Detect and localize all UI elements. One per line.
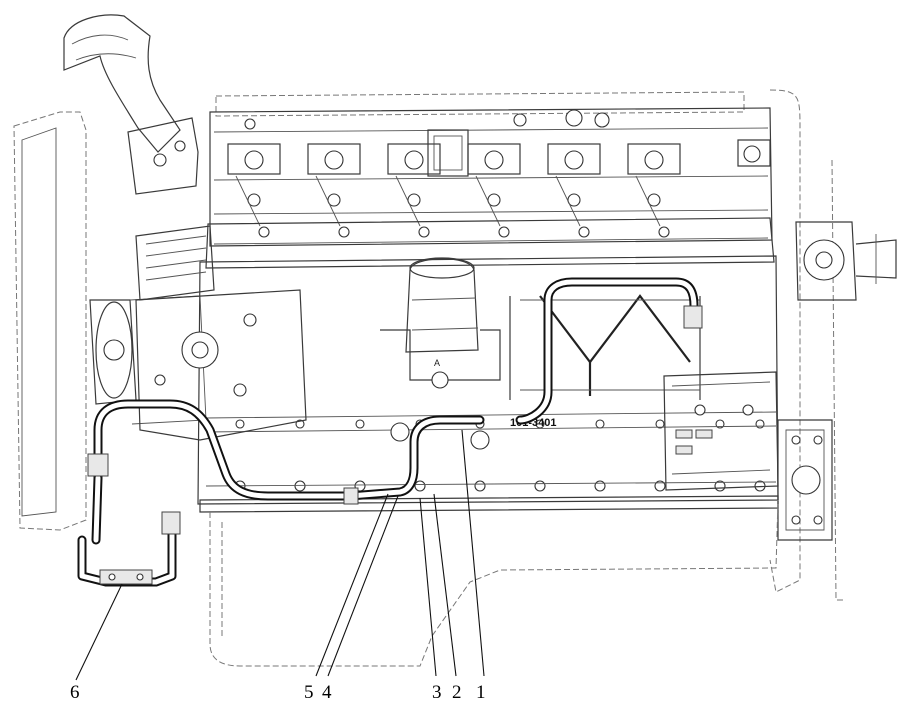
injector-body bbox=[627, 143, 681, 175]
air-intake-pipe bbox=[63, 14, 199, 195]
callout-4: 4 bbox=[322, 682, 332, 703]
block-bolt bbox=[474, 480, 486, 492]
callout-2: 2 bbox=[452, 682, 462, 703]
block-bolt bbox=[655, 419, 665, 429]
oil-sump bbox=[209, 499, 779, 667]
manifold-bolt bbox=[418, 226, 430, 238]
fuel-filter: A bbox=[380, 257, 501, 389]
callout-5: 5 bbox=[304, 682, 314, 703]
manifold-bolt bbox=[578, 226, 590, 238]
injector-bolt bbox=[644, 150, 664, 170]
callout-1: 1 bbox=[476, 682, 486, 703]
manifold-bolt bbox=[658, 226, 670, 238]
manifold-bolt bbox=[258, 226, 270, 238]
block-bolt bbox=[594, 480, 606, 492]
injector-line bbox=[555, 175, 581, 227]
injector-body bbox=[387, 143, 441, 175]
block-bolt bbox=[534, 480, 546, 492]
pto-unit bbox=[795, 221, 897, 301]
injector-body bbox=[227, 143, 281, 175]
manifold-bolt bbox=[498, 226, 510, 238]
block-bolt bbox=[235, 419, 245, 429]
injector-body bbox=[307, 143, 361, 175]
callout-labels: 6 5 4 3 2 1 bbox=[70, 682, 486, 703]
injector-line bbox=[235, 175, 261, 227]
block-bolt bbox=[654, 480, 666, 492]
callout-3: 3 bbox=[432, 682, 442, 703]
fuel-pipes bbox=[77, 277, 699, 587]
pipe-fittings bbox=[87, 305, 703, 585]
block-bolt bbox=[715, 419, 725, 429]
block-bolt bbox=[294, 480, 306, 492]
injector-line bbox=[635, 175, 661, 227]
block-bolt bbox=[535, 419, 545, 429]
alternator bbox=[135, 225, 215, 301]
manifold-bolt bbox=[338, 226, 350, 238]
block-bolt bbox=[355, 419, 365, 429]
injector-bolt bbox=[404, 150, 424, 170]
block-bolt bbox=[414, 480, 426, 492]
injector-bolt bbox=[244, 150, 264, 170]
injector-line bbox=[475, 175, 501, 227]
cooling-fan bbox=[13, 111, 87, 531]
filter-marking: A bbox=[434, 358, 440, 368]
ecu-module bbox=[663, 371, 779, 491]
callout-6: 6 bbox=[70, 682, 80, 703]
injector-line bbox=[395, 175, 421, 227]
injector-bolt bbox=[484, 150, 504, 170]
intake-manifold bbox=[205, 217, 775, 269]
leader-lines bbox=[75, 429, 485, 681]
injector-bolt bbox=[564, 150, 584, 170]
injector-bolt bbox=[324, 150, 344, 170]
flywheel-housing bbox=[769, 89, 846, 601]
injector-body bbox=[467, 143, 521, 175]
block-bolt bbox=[595, 419, 605, 429]
injector-body bbox=[547, 143, 601, 175]
injector-line bbox=[315, 175, 341, 227]
block-bolt bbox=[755, 419, 765, 429]
block-ribs bbox=[509, 294, 701, 400]
